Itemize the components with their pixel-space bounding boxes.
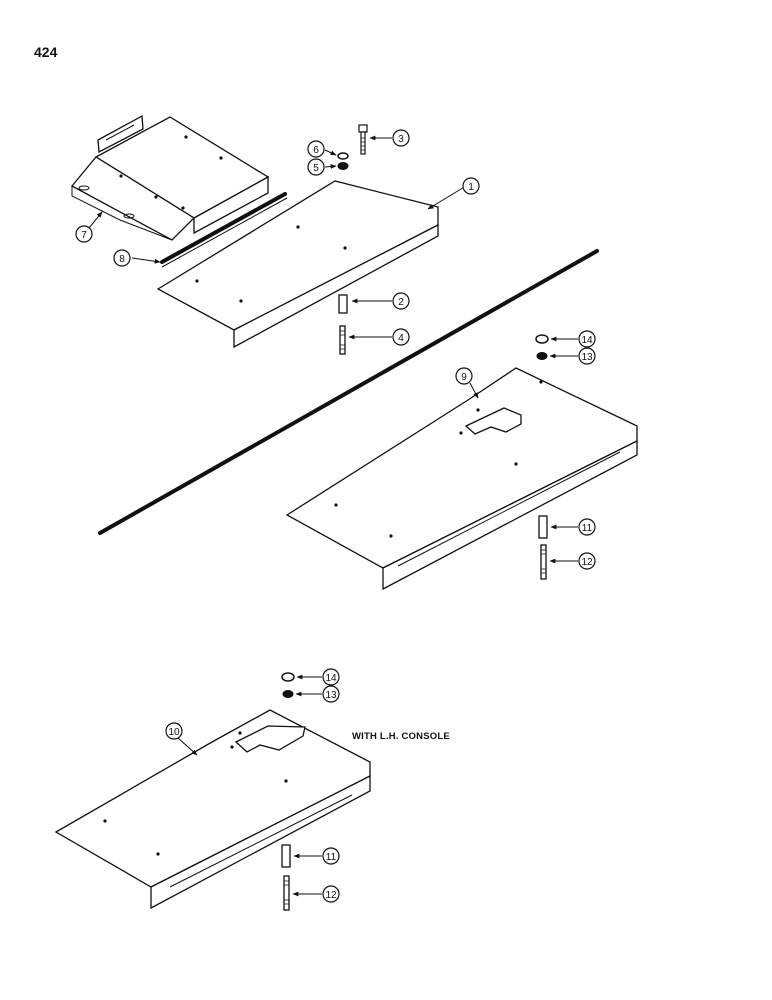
callout-12-lower: 12 <box>322 885 340 903</box>
bracket-part-7 <box>70 114 270 241</box>
bolt-part-3 <box>358 124 368 155</box>
spacer-part-11-lower <box>281 844 291 868</box>
callout-1: 1 <box>462 177 480 195</box>
callout-6-label: 6 <box>313 145 319 156</box>
stud-part-4 <box>339 325 346 355</box>
callout-3-label: 3 <box>398 134 404 145</box>
callout-14-upper: 14 <box>578 330 596 348</box>
nut-part-14-lower <box>281 672 295 682</box>
stud-part-12-lower <box>283 875 290 911</box>
callout-1-label: 1 <box>468 182 474 193</box>
callout-8: 8 <box>113 249 131 267</box>
callout-13-lower-label: 13 <box>325 690 337 701</box>
callout-13-upper: 13 <box>578 347 596 365</box>
plate-part-9 <box>285 367 638 591</box>
plate-part-1 <box>156 180 439 349</box>
callout-11-upper-label: 11 <box>582 523 593 534</box>
nut-part-5 <box>337 162 349 170</box>
callout-14-lower: 14 <box>322 668 340 686</box>
callout-14-lower-label: 14 <box>325 673 337 684</box>
callout-9: 9 <box>455 367 473 385</box>
callout-11-upper: 11 <box>578 518 596 536</box>
plate-part-10 <box>54 709 371 910</box>
callout-12-lower-label: 12 <box>325 890 337 901</box>
stud-part-12-upper <box>540 544 547 580</box>
callout-4: 4 <box>392 328 410 346</box>
callout-12-upper-label: 12 <box>581 557 593 568</box>
nut-part-14-upper <box>535 334 549 344</box>
callout-3: 3 <box>392 129 410 147</box>
callout-7: 7 <box>75 225 93 243</box>
leader-lines <box>88 135 578 897</box>
callout-5-label: 5 <box>313 163 319 174</box>
washer-part-6 <box>337 152 349 160</box>
callout-8-label: 8 <box>119 254 125 265</box>
callout-13-lower: 13 <box>322 685 340 703</box>
callout-4-label: 4 <box>398 333 404 344</box>
page-number: 424 <box>34 44 58 60</box>
spacer-part-2 <box>338 294 348 314</box>
callout-7-label: 7 <box>81 230 87 241</box>
callout-2: 2 <box>392 292 410 310</box>
callout-10-label: 10 <box>168 727 180 738</box>
callout-2-label: 2 <box>398 297 404 308</box>
callout-5: 5 <box>307 158 325 176</box>
callout-9-label: 9 <box>461 372 467 383</box>
strip-part-8 <box>160 192 288 268</box>
spacer-part-11-upper <box>538 515 548 539</box>
callout-6: 6 <box>307 140 325 158</box>
washer-part-13-upper <box>536 352 548 360</box>
callout-11-lower-label: 11 <box>326 852 337 863</box>
callout-13-upper-label: 13 <box>581 352 593 363</box>
washer-part-13-lower <box>282 690 294 698</box>
console-note: WITH L.H. CONSOLE <box>352 731 450 742</box>
section-divider-line <box>98 249 599 535</box>
callout-14-upper-label: 14 <box>581 335 593 346</box>
callout-10: 10 <box>165 722 183 740</box>
callout-12-upper: 12 <box>578 552 596 570</box>
callout-11-lower: 11 <box>322 847 340 865</box>
